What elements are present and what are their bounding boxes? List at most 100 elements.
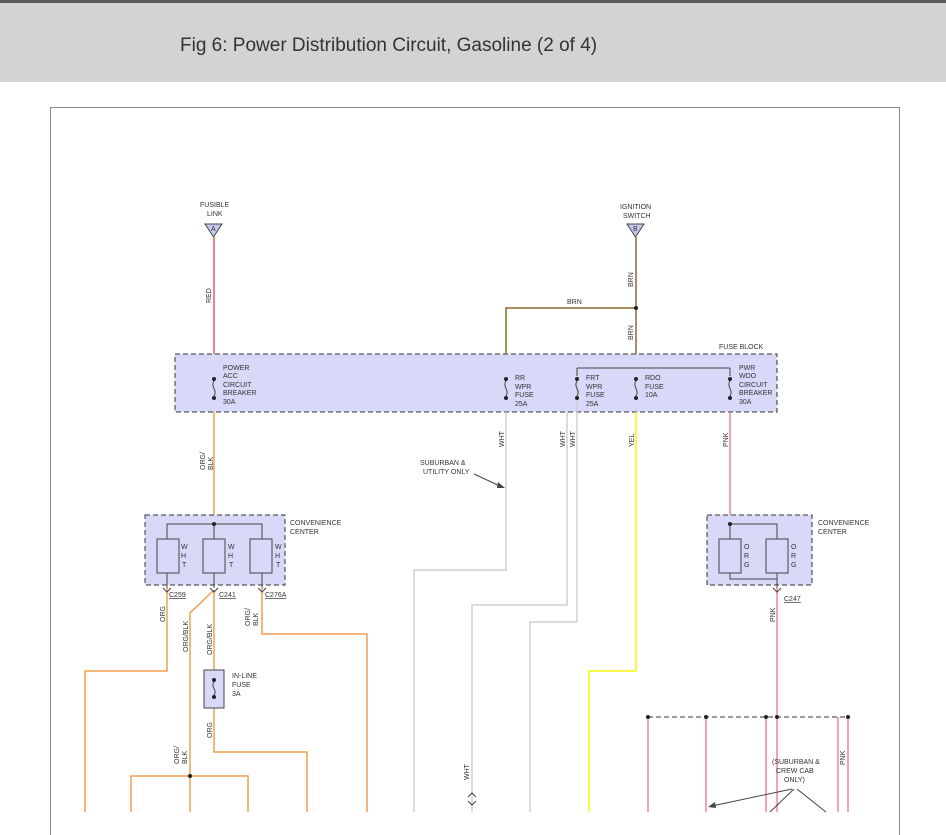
svg-text:BREAKER: BREAKER <box>739 390 772 397</box>
label-pnk-lower: PNK <box>840 750 847 765</box>
fuse-rdo: RDO FUSE 10A <box>634 375 664 400</box>
svg-text:ONLY): ONLY) <box>784 777 805 784</box>
svg-text:H: H <box>228 553 233 560</box>
label-org-c259: ORG <box>160 606 167 622</box>
svg-text:30A: 30A <box>739 399 752 406</box>
svg-text:LINK: LINK <box>207 211 223 218</box>
svg-text:G: G <box>791 562 796 569</box>
svg-text:CONVENIENCE: CONVENIENCE <box>818 520 870 527</box>
svg-text:POWER: POWER <box>223 365 249 372</box>
svg-text:W: W <box>275 544 282 551</box>
label-wht-frt-a: WHT <box>560 430 567 447</box>
note-suburban-crew: (SUBURBAN & CREW CAB ONLY) <box>708 759 827 813</box>
wire-yellow <box>588 412 637 812</box>
svg-text:CIRCUIT: CIRCUIT <box>739 382 768 389</box>
svg-text:W: W <box>228 544 235 551</box>
svg-text:T: T <box>229 562 234 569</box>
svg-text:R: R <box>744 553 749 560</box>
label-red: RED <box>206 288 213 303</box>
svg-text:FRT: FRT <box>586 375 600 382</box>
svg-text:IGNITION: IGNITION <box>620 204 651 211</box>
ignition-switch: IGNITION SWITCH B <box>620 204 651 238</box>
svg-text:UTILITY ONLY: UTILITY ONLY <box>423 469 470 476</box>
svg-text:WPR: WPR <box>515 384 531 391</box>
svg-text:ORG/: ORG/ <box>245 608 252 626</box>
convenience-center-right: O R G O R G CONVENIENCE CENTER <box>706 514 870 588</box>
svg-text:T: T <box>182 562 187 569</box>
svg-text:ORG/: ORG/ <box>200 452 207 470</box>
svg-text:BLK: BLK <box>253 612 260 626</box>
fuse-power-acc: POWER ACC CIRCUIT BREAKER 30A <box>212 365 256 406</box>
svg-text:FUSE: FUSE <box>586 392 605 399</box>
svg-text:FUSIBLE: FUSIBLE <box>200 202 230 209</box>
label-brn-horizontal: BRN <box>567 299 582 306</box>
label-org-fuse-out: ORG <box>207 722 214 738</box>
fuse-block-title: FUSE BLOCK <box>719 344 764 351</box>
inline-fuse: IN-LINE FUSE 3A <box>203 669 257 709</box>
header-bar: Fig 6: Power Distribution Circuit, Gasol… <box>0 0 946 82</box>
svg-text:(SUBURBAN &: (SUBURBAN & <box>772 759 820 766</box>
svg-text:IN-LINE: IN-LINE <box>232 673 257 680</box>
svg-text:B: B <box>633 226 638 233</box>
svg-text:CONVENIENCE: CONVENIENCE <box>290 520 342 527</box>
label-wht-rr: WHT <box>499 430 506 447</box>
svg-text:25A: 25A <box>515 401 528 408</box>
wire-white <box>413 368 578 812</box>
svg-text:PWR: PWR <box>739 365 755 372</box>
svg-text:A: A <box>211 226 216 233</box>
label-org-blk-lower: ORG/ BLK <box>174 746 189 764</box>
wire-orange-lower <box>84 588 368 812</box>
svg-text:FUSE: FUSE <box>232 682 251 689</box>
convenience-center-left: W H T W H T W H T CONVENIENCE CENTER <box>144 514 342 588</box>
wire-pink <box>647 412 849 812</box>
fuse-pwr-wdo: PWR WDO CIRCUIT BREAKER 30A <box>728 365 772 406</box>
diagram-frame <box>50 107 900 835</box>
svg-text:BREAKER: BREAKER <box>223 390 256 397</box>
note-suburban-utility: SUBURBAN & UTILITY ONLY <box>420 460 505 488</box>
svg-text:WDO: WDO <box>739 373 757 380</box>
svg-text:WPR: WPR <box>586 384 602 391</box>
svg-text:25A: 25A <box>586 401 599 408</box>
svg-text:SUBURBAN &: SUBURBAN & <box>420 460 466 467</box>
svg-text:ACC: ACC <box>223 373 238 380</box>
svg-text:3A: 3A <box>232 691 241 698</box>
svg-text:BLK: BLK <box>182 750 189 764</box>
label-org-blk-fuse-in: ORG/BLK <box>207 624 214 655</box>
label-yel: YEL <box>629 434 636 447</box>
svg-text:CIRCUIT: CIRCUIT <box>223 382 252 389</box>
svg-text:CREW CAB: CREW CAB <box>776 768 814 775</box>
label-wht-frt-b: WHT <box>570 430 577 447</box>
fusible-link: FUSIBLE LINK A <box>200 202 230 238</box>
svg-text:SWITCH: SWITCH <box>623 213 651 220</box>
svg-text:FUSE: FUSE <box>515 392 534 399</box>
svg-text:10A: 10A <box>645 392 658 399</box>
label-org-blk-c241: ORG/BLK <box>183 621 190 652</box>
connector-c259: C259 <box>169 592 186 599</box>
wire-brown <box>505 237 637 354</box>
svg-text:W: W <box>181 544 188 551</box>
label-pnk: PNK <box>723 432 730 447</box>
connector-pin-right <box>772 587 782 593</box>
connector-c276a: C276A <box>265 592 287 599</box>
label-org-blk-c276a: ORG/ BLK <box>245 608 260 626</box>
svg-text:30A: 30A <box>223 399 236 406</box>
connector-wht-lower <box>467 792 477 806</box>
svg-text:RDO: RDO <box>645 375 661 382</box>
page-title: Fig 6: Power Distribution Circuit, Gasol… <box>180 35 598 56</box>
fuse-block <box>174 353 778 413</box>
label-brn-top: BRN <box>628 272 635 287</box>
label-wht-lower: WHT <box>464 763 471 780</box>
connector-a-icon <box>204 223 223 238</box>
svg-text:O: O <box>744 544 750 551</box>
svg-text:H: H <box>275 553 280 560</box>
svg-text:H: H <box>181 553 186 560</box>
fuse-rr-wpr: RR WPR FUSE 25A <box>504 375 534 408</box>
connector-c247: C247 <box>784 596 801 603</box>
svg-text:T: T <box>276 562 281 569</box>
svg-text:RR: RR <box>515 375 525 382</box>
connector-b-icon <box>626 223 645 238</box>
svg-text:G: G <box>744 562 749 569</box>
svg-text:CENTER: CENTER <box>290 529 319 536</box>
svg-text:BLK: BLK <box>208 456 215 470</box>
svg-text:ORG/: ORG/ <box>174 746 181 764</box>
